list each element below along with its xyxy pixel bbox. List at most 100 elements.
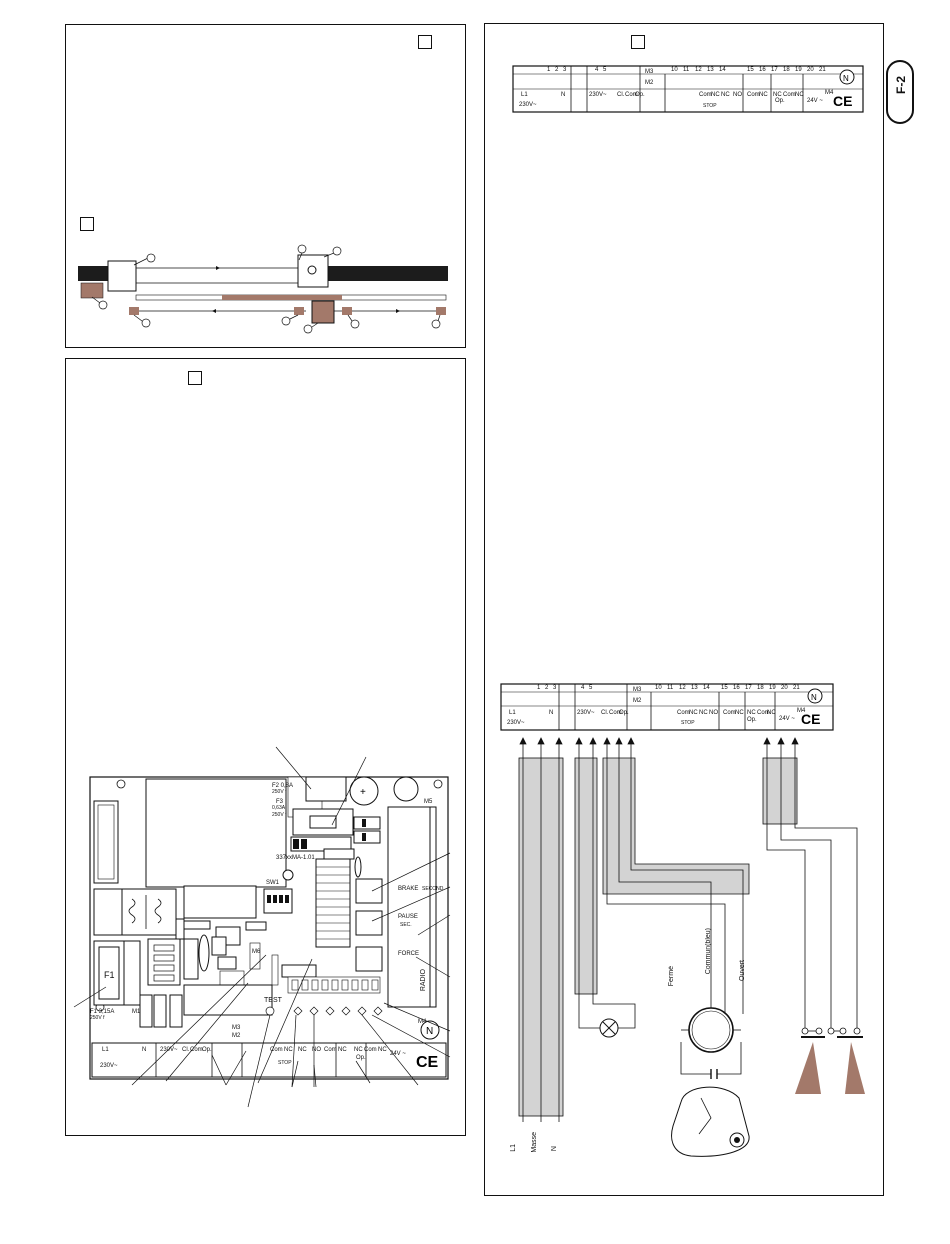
board-nc-d: NC — [354, 1047, 363, 1053]
low-num-12: 12 — [679, 685, 686, 691]
low-no: NO — [709, 710, 718, 716]
low-l1: L1 — [509, 710, 516, 716]
low-m4: M4 — [797, 708, 806, 714]
board-nc: NC — [284, 1047, 293, 1053]
fuse-f1-rating: 250V f — [90, 1015, 105, 1021]
sw1-label: SW1 — [266, 880, 280, 886]
brown-block — [436, 307, 446, 315]
board-com-c: Com — [324, 1047, 337, 1053]
top-m4: M4 — [825, 90, 834, 96]
top-num-14: 14 — [719, 67, 726, 73]
low-num-20: 20 — [781, 685, 788, 691]
figure-marker — [631, 35, 645, 49]
low-m2: M2 — [633, 698, 642, 704]
low-nc-b: NC — [699, 710, 708, 716]
top-com-b: Com — [699, 92, 712, 98]
top-num-20: 20 — [807, 67, 814, 73]
motor-block — [311, 300, 335, 324]
panel-wiring: N CE N CE — [484, 23, 884, 1196]
top-num-5: 5 — [603, 67, 607, 73]
top-nc-c: NC — [759, 92, 768, 98]
top-230v: 230V~ — [519, 102, 537, 108]
lamp-cable — [574, 757, 598, 995]
low-com: Com — [609, 710, 622, 716]
svg-text:N: N — [426, 1026, 433, 1037]
top-com-d: Com — [783, 92, 796, 98]
top-num-12: 12 — [695, 67, 702, 73]
low-op-b: Op. — [747, 717, 757, 723]
m2-board-label: M2 — [232, 1033, 241, 1039]
board-op-b: Op. — [356, 1055, 366, 1061]
low-nc-e: NC — [767, 710, 776, 716]
top-num-10: 10 — [671, 67, 678, 73]
low-num-3: 3 — [553, 685, 557, 691]
top-m2: M2 — [645, 80, 654, 86]
panel-board: + — [65, 358, 466, 1136]
brown-block — [294, 307, 304, 315]
fuse-f2-label: F2 0,8A — [272, 783, 294, 789]
top-num-4: 4 — [595, 67, 599, 73]
board-drawing: + — [73, 746, 451, 1108]
m6-label: M6 — [252, 949, 261, 955]
low-com-d: Com — [757, 710, 770, 716]
motor — [688, 1007, 734, 1053]
m1-label: M1 — [132, 1009, 141, 1015]
brown-block — [129, 307, 139, 315]
test-label: TEST — [264, 997, 282, 1004]
low-com-b: Com — [677, 710, 690, 716]
low-nc: NC — [689, 710, 698, 716]
low-n: N — [549, 710, 554, 716]
top-op: Op. — [635, 92, 645, 98]
brake-label: BRAKE — [398, 886, 419, 892]
lower-terminal-strip — [500, 683, 834, 731]
board-com-b: Com — [270, 1047, 283, 1053]
rail-left — [78, 266, 108, 281]
pulley — [307, 265, 317, 275]
second-label: SECOND — [422, 886, 444, 892]
board-no: NO — [312, 1047, 321, 1053]
top-com-c: Com — [747, 92, 760, 98]
panel-rail — [65, 24, 466, 348]
low-num-10: 10 — [655, 685, 662, 691]
photocell-beam-left — [795, 1042, 821, 1094]
low-m3: M3 — [633, 687, 642, 693]
top-num-16: 16 — [759, 67, 766, 73]
board-op: Op. — [202, 1047, 212, 1053]
m5-connector — [387, 806, 437, 1008]
top-nc-e: NC — [795, 92, 804, 98]
low-num-14: 14 — [703, 685, 710, 691]
top-m3: M3 — [645, 69, 654, 75]
top-230v-b: 230V~ — [589, 92, 607, 98]
page-tab-label: F-2 — [894, 76, 908, 94]
top-num-19: 19 — [795, 67, 802, 73]
figure-marker — [418, 35, 432, 49]
low-num-1: 1 — [537, 685, 541, 691]
low-nc-c: NC — [735, 710, 744, 716]
low-num-16: 16 — [733, 685, 740, 691]
wiring-diagram: N CE N CE — [500, 65, 865, 1157]
top-cl: Cl. — [617, 92, 625, 98]
top-n: N — [561, 92, 566, 98]
svg-text:CE: CE — [833, 93, 852, 109]
carriage-left — [107, 260, 137, 292]
board-230v: 230V~ — [100, 1063, 118, 1069]
wire-commun: Commun(bleu) — [705, 928, 712, 975]
board-stop: STOP — [278, 1060, 292, 1066]
motor-cable — [602, 757, 750, 895]
fuse-f3-rating: 250V f — [272, 812, 287, 818]
rail-right — [328, 266, 448, 281]
low-230v-b: 230V~ — [577, 710, 595, 716]
low-stop: STOP — [681, 720, 695, 726]
low-com-c: Com — [723, 710, 736, 716]
board-nc-b: NC — [298, 1047, 307, 1053]
top-nc-b: NC — [721, 92, 730, 98]
wire-masse: Masse — [531, 1132, 538, 1153]
low-num-21: 21 — [793, 685, 800, 691]
low-230v: 230V~ — [507, 720, 525, 726]
pause-label: PAUSE — [398, 914, 418, 920]
low-num-18: 18 — [757, 685, 764, 691]
top-num-13: 13 — [707, 67, 714, 73]
low-cl: Cl. — [601, 710, 609, 716]
board-l1: L1 — [102, 1047, 109, 1053]
fuse-f3-label: F3 — [276, 799, 284, 805]
